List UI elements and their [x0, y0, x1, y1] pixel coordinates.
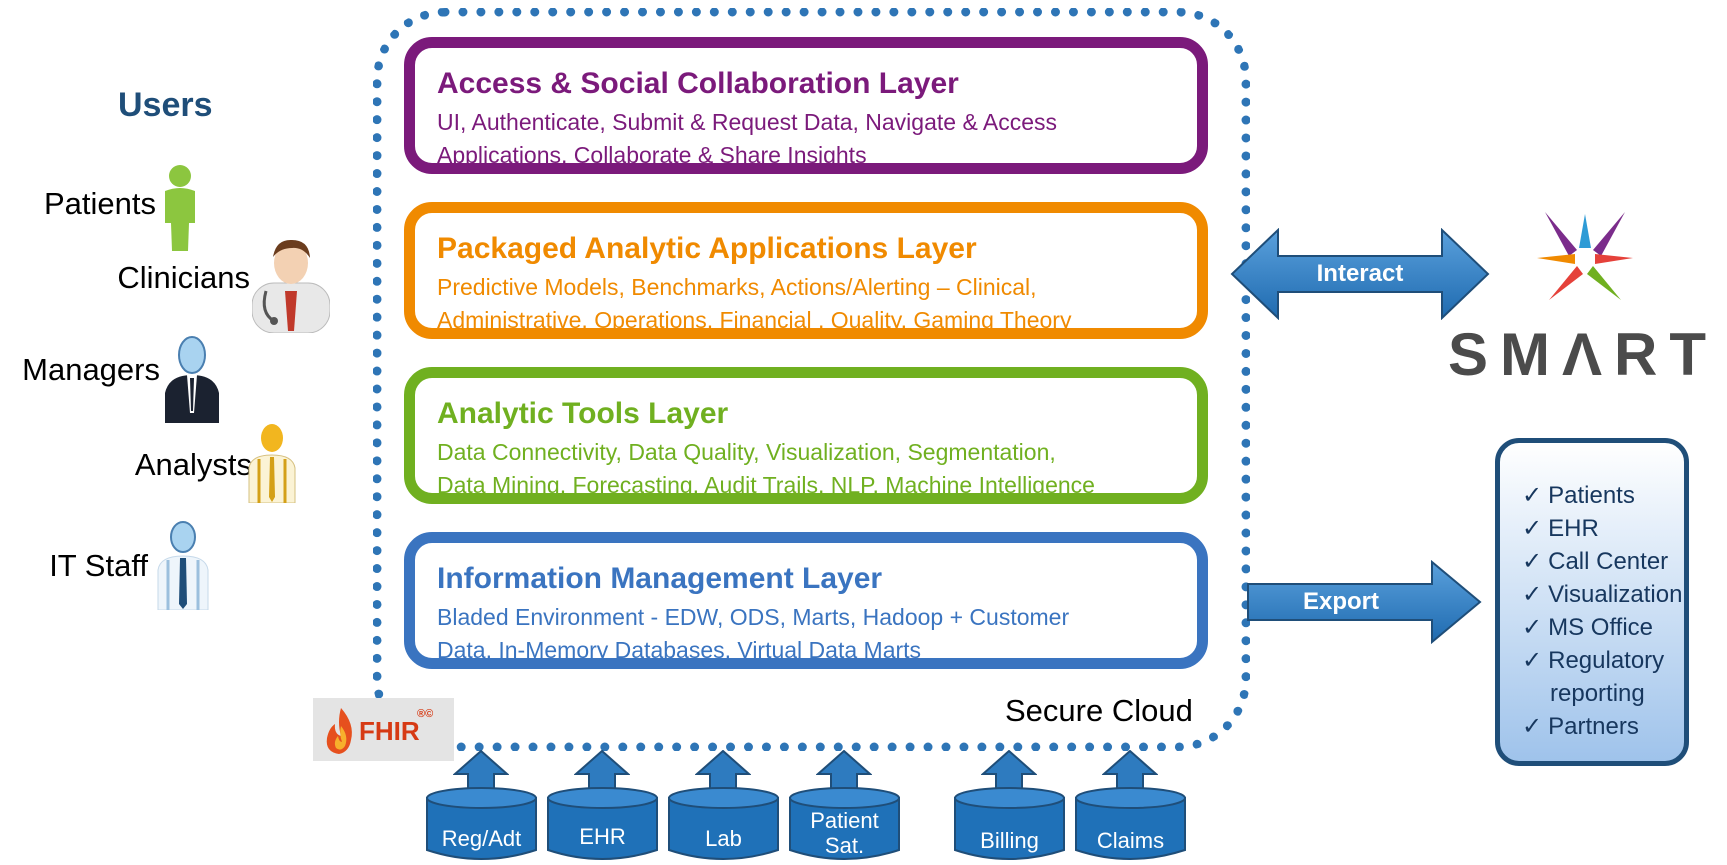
checkmark-icon: ✓ — [1522, 482, 1543, 509]
checkmark-icon: ✓ — [1522, 614, 1543, 641]
database-cylinder-icon — [426, 787, 537, 860]
flame-icon — [326, 708, 352, 754]
fhir-logo: FHIR ®© — [313, 698, 454, 761]
users-title: Users — [118, 86, 213, 124]
source-label-line1: Billing — [980, 828, 1039, 853]
interact-label: Interact — [1316, 260, 1404, 287]
layer-desc-line2: Data Mining, Forecasting, Audit Trails, … — [437, 472, 1095, 498]
source-label-line2: Sat. — [824, 833, 865, 858]
fhir-mark: ®© — [417, 708, 434, 720]
patient-icon — [165, 165, 195, 251]
source-label: Reg/Adt — [425, 826, 538, 851]
layer-description: Predictive Models, Benchmarks, Actions/A… — [437, 271, 1175, 337]
smart-logo-icon — [1537, 212, 1633, 300]
layer-desc-line1: Bladed Environment - EDW, ODS, Marts, Ha… — [437, 604, 1070, 630]
list-item: ✓Call Center — [1522, 548, 1669, 575]
source-ehr: EHR — [546, 750, 659, 862]
checkmark-icon: ✓ — [1522, 548, 1543, 575]
layer-packaged-analytic-applications: Packaged Analytic Applications Layer Pre… — [404, 202, 1208, 339]
database-cylinder-icon — [668, 787, 779, 860]
source-label: Lab — [667, 826, 780, 851]
layer-title: Information Management Layer — [437, 562, 883, 595]
source-label: Claims — [1074, 828, 1187, 853]
source-label: Patient Sat. — [788, 808, 901, 858]
source-reg-adt: Reg/Adt — [425, 750, 538, 862]
list-item: ✓MS Office — [1522, 614, 1654, 641]
layer-analytic-tools: Analytic Tools Layer Data Connectivity, … — [404, 367, 1208, 504]
user-label-it-staff: IT Staff — [49, 548, 148, 583]
user-label-clinicians: Clinicians — [117, 260, 250, 295]
clinician-icon — [252, 239, 330, 333]
layer-desc-line2: Data, In-Memory Databases, Virtual Data … — [437, 637, 922, 663]
layer-desc-line1: UI, Authenticate, Submit & Request Data,… — [437, 109, 1058, 135]
smart-logo-text: SMΛRT — [1448, 321, 1718, 388]
layer-title: Access & Social Collaboration Layer — [437, 67, 959, 100]
layer-access-collaboration: Access & Social Collaboration Layer UI, … — [404, 37, 1208, 174]
secure-cloud-label: Secure Cloud — [1005, 693, 1193, 728]
layer-information-management: Information Management Layer Bladed Envi… — [404, 532, 1208, 669]
source-patient-sat: Patient Sat. — [788, 750, 901, 862]
manager-icon — [165, 336, 219, 423]
layer-title: Analytic Tools Layer — [437, 397, 729, 430]
secure-cloud-border — [373, 8, 1250, 751]
database-cylinder-icon — [547, 787, 658, 860]
fhir-label: FHIR — [359, 716, 420, 746]
layer-desc-line2: Administrative, Operations, Financial , … — [437, 307, 1072, 333]
layer-description: Data Connectivity, Data Quality, Visuali… — [437, 436, 1175, 502]
source-label-line1: Claims — [1096, 828, 1165, 853]
list-item: ✓Partners — [1522, 713, 1639, 740]
layer-desc-line1: Data Connectivity, Data Quality, Visuali… — [437, 439, 1056, 465]
user-label-patients: Patients — [43, 186, 156, 221]
source-label-line1: Lab — [705, 826, 742, 851]
list-item: ✓Regulatory reporting — [1522, 647, 1665, 707]
interact-arrow: Interact — [1230, 228, 1490, 320]
it-staff-icon — [157, 521, 209, 610]
database-cylinder-icon — [954, 787, 1065, 860]
layer-desc-line2: Applications, Collaborate & Share Insigh… — [437, 142, 867, 168]
list-item: ✓EHR — [1522, 515, 1599, 542]
source-label-line1: EHR — [579, 824, 626, 849]
source-label-line1: Patient — [810, 808, 879, 833]
layer-description: Bladed Environment - EDW, ODS, Marts, Ha… — [437, 601, 1175, 667]
list-item: ✓Visualization — [1522, 581, 1683, 608]
source-label-line1: Reg/Adt — [441, 826, 522, 851]
export-arrow: Export — [1246, 560, 1482, 644]
checkmark-icon: ✓ — [1522, 647, 1543, 674]
double-arrow-icon — [1230, 228, 1490, 320]
export-targets-list: ✓Patients ✓EHR ✓Call Center ✓Visualizati… — [1522, 479, 1690, 743]
layer-desc-line1: Predictive Models, Benchmarks, Actions/A… — [437, 274, 1037, 300]
source-billing: Billing — [953, 750, 1066, 862]
analyst-icon — [248, 424, 296, 503]
export-targets-box: ✓Patients ✓EHR ✓Call Center ✓Visualizati… — [1495, 438, 1689, 766]
source-lab: Lab — [667, 750, 780, 862]
source-label: EHR — [546, 824, 659, 849]
checkmark-icon: ✓ — [1522, 713, 1543, 740]
layer-title: Packaged Analytic Applications Layer — [437, 232, 977, 265]
user-label-managers: Managers — [22, 352, 160, 387]
user-label-analysts: Analysts — [134, 447, 252, 482]
export-label: Export — [1302, 588, 1379, 615]
source-claims: Claims — [1074, 750, 1187, 862]
list-item: ✓Patients — [1522, 482, 1635, 509]
source-label: Billing — [953, 828, 1066, 853]
checkmark-icon: ✓ — [1522, 515, 1543, 542]
checkmark-icon: ✓ — [1522, 581, 1543, 608]
database-cylinder-icon — [1075, 787, 1186, 860]
layer-description: UI, Authenticate, Submit & Request Data,… — [437, 106, 1175, 172]
right-arrow-icon — [1247, 560, 1482, 644]
database-cylinder-icon — [789, 787, 900, 860]
